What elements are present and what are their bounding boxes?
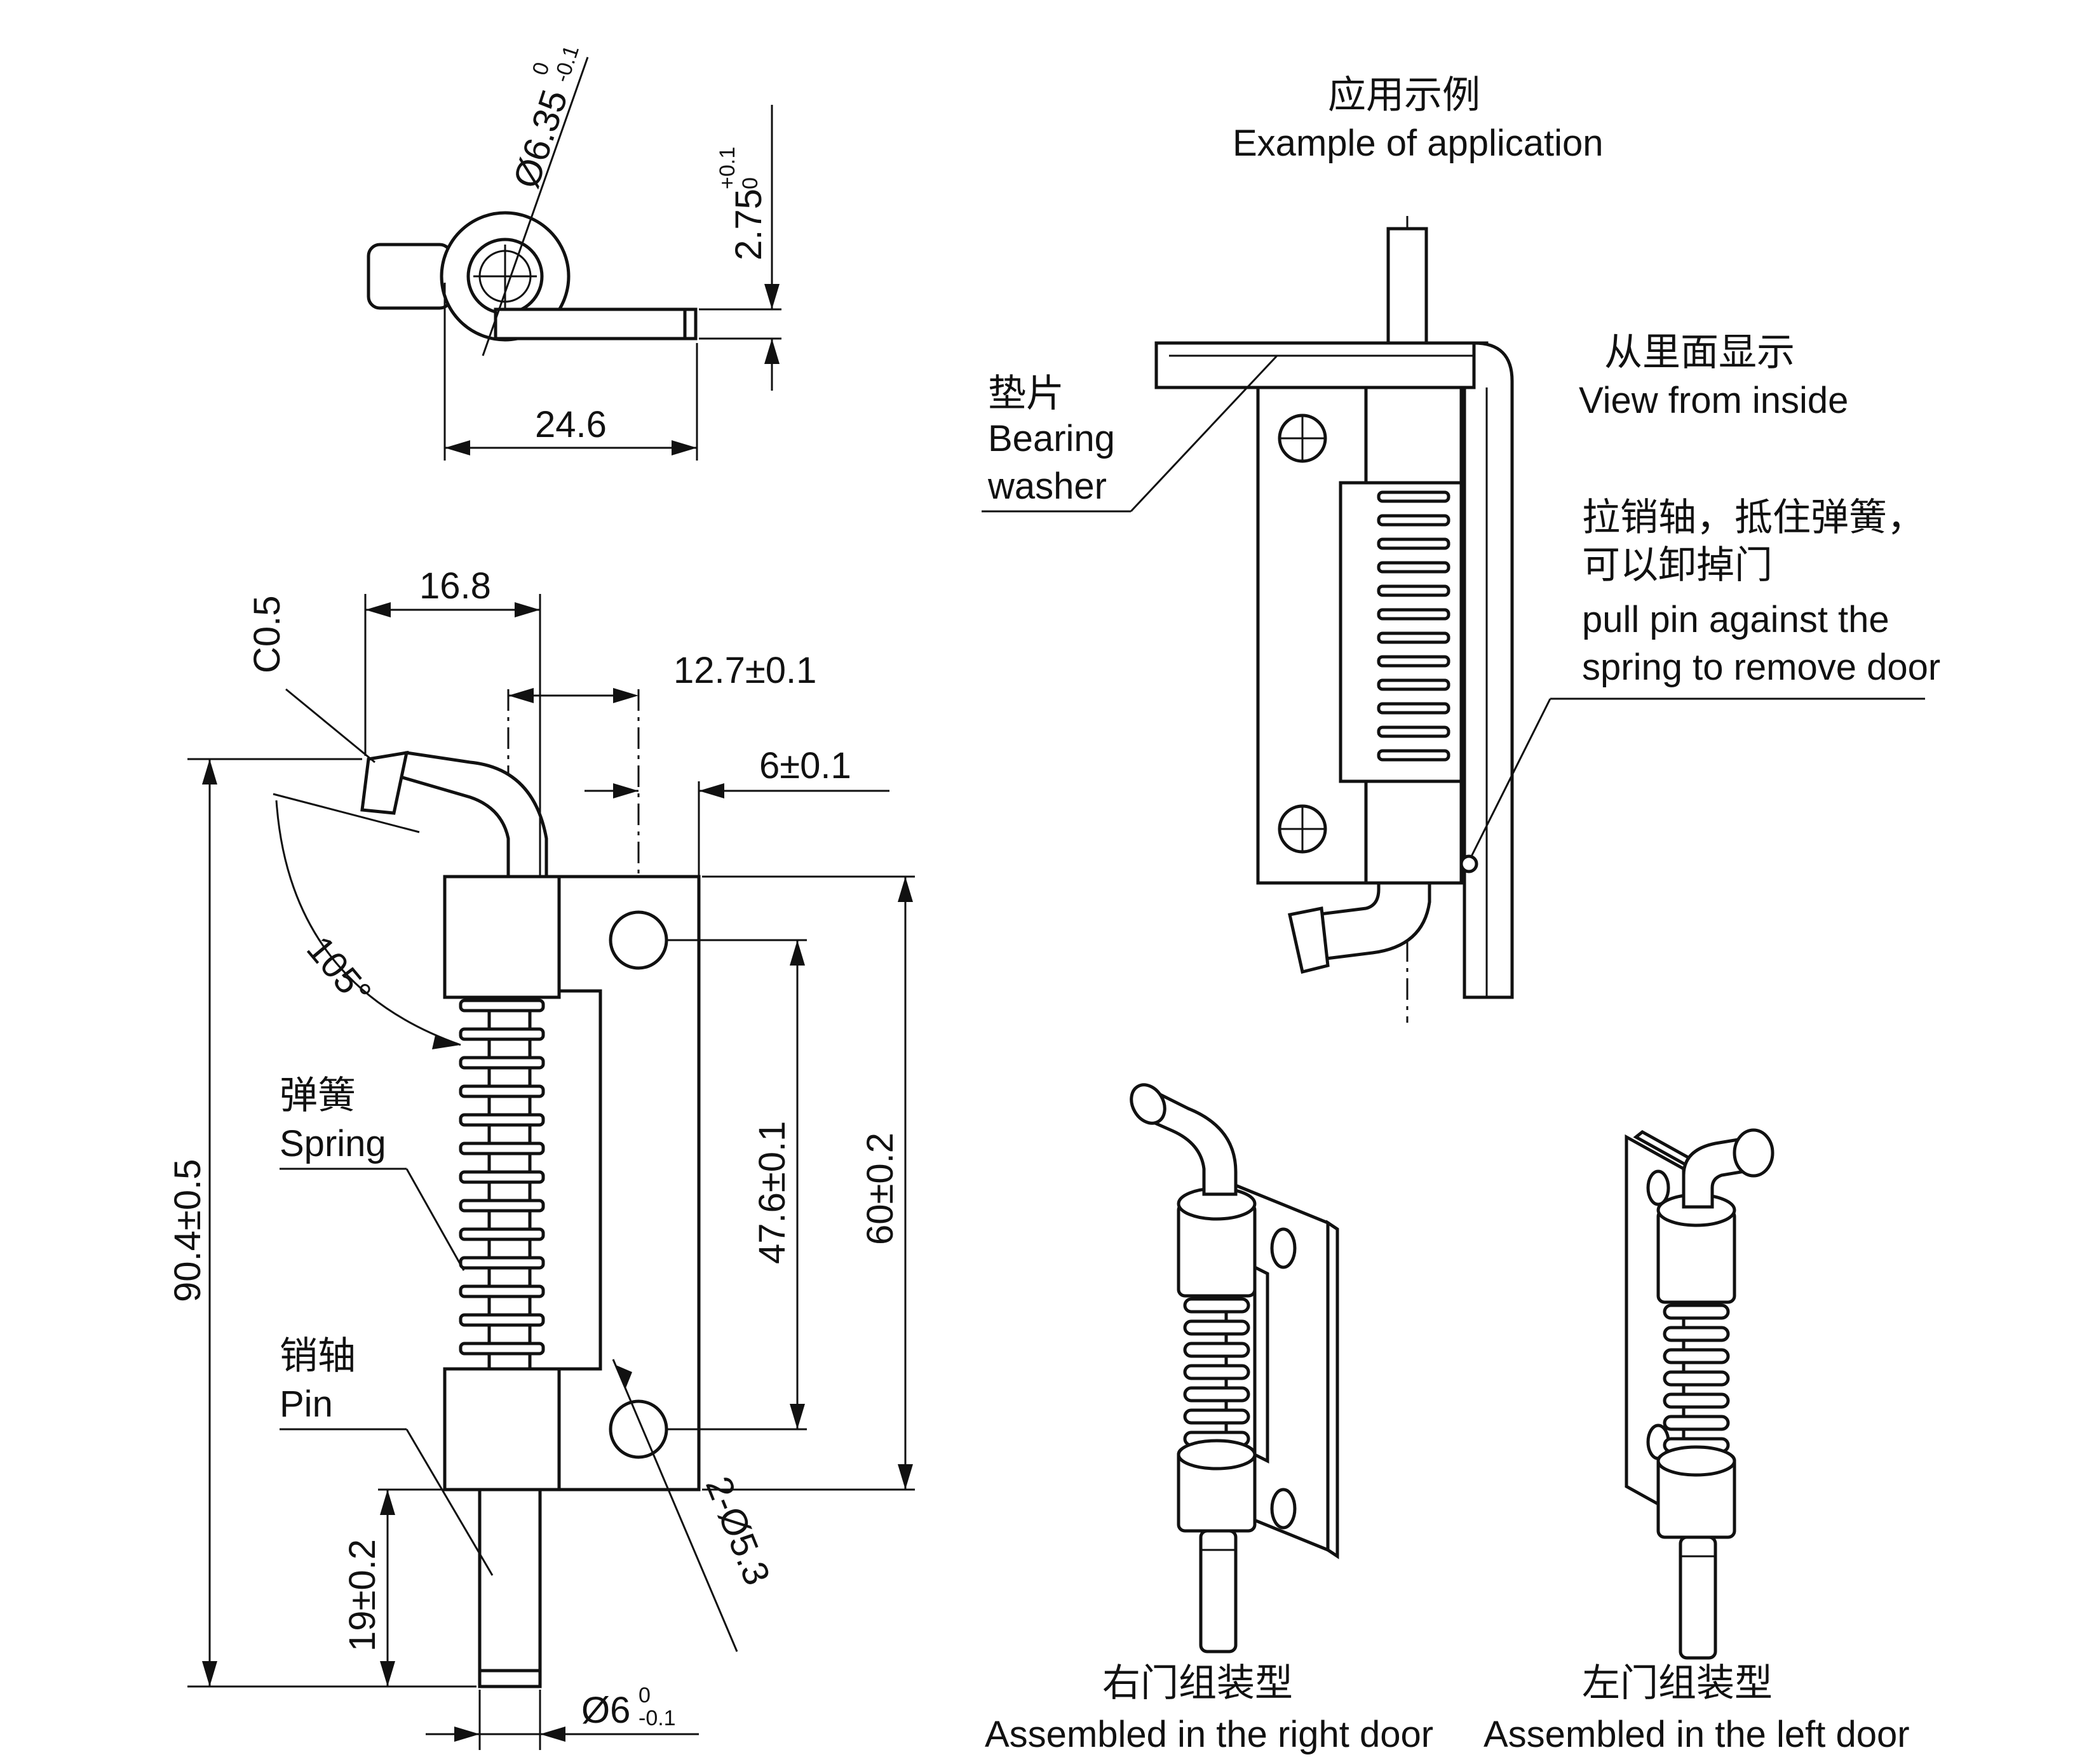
- app-door-frame: [1463, 341, 1514, 999]
- iso-left-spring: [1663, 1303, 1730, 1453]
- app-bent-handle: [1313, 881, 1431, 961]
- app-handle-tip: [1288, 906, 1330, 974]
- iso-left-cn: 左门组装型: [1582, 1662, 1773, 1704]
- dim-pin-dia-tol-upper: 0: [639, 1683, 651, 1707]
- note-cn-1: 拉销轴，抵住弹簧，: [1582, 496, 1925, 539]
- upper-knuckle: [443, 875, 561, 999]
- iso-left-door: 左门组装型 Assembled in the left door: [1484, 1128, 1910, 1755]
- note-en-2: spring to remove door: [1582, 647, 1940, 688]
- iso-right-cn: 右门组装型: [1102, 1662, 1293, 1704]
- dim-thickness-tol-upper: +0.1: [715, 147, 740, 189]
- dim-12-7: 12.7±0.1: [673, 650, 816, 691]
- handle-stub: [367, 243, 453, 310]
- dim-bore-tol-lower: -0.1: [550, 43, 584, 85]
- app-pin-top: [1386, 227, 1428, 358]
- iso-left-en: Assembled in the left door: [1484, 1714, 1910, 1755]
- iso-right-door: 右门组装型 Assembled in the right door: [985, 1083, 1433, 1755]
- label-spring-cn: 弹簧: [280, 1074, 356, 1117]
- label-pin-en: Pin: [280, 1384, 333, 1425]
- note-en-1: pull pin against the: [1582, 599, 1889, 640]
- dim-16-8: 16.8: [419, 565, 491, 607]
- spring: [459, 999, 545, 1356]
- dim-6: 6±0.1: [759, 745, 851, 786]
- label-pin-cn: 销轴: [280, 1335, 356, 1377]
- inside-cn: 从里面显示: [1604, 331, 1795, 374]
- label-spring-en: Spring: [280, 1123, 386, 1164]
- washer-en-1: Bearing: [988, 418, 1115, 459]
- leaf-arm: [494, 307, 698, 340]
- inside-en: View from inside: [1579, 380, 1848, 421]
- washer-en-2: washer: [987, 466, 1107, 507]
- lower-knuckle: [443, 1367, 561, 1491]
- app-lower-knuckle: [1364, 779, 1463, 885]
- iso-right-hole-bottom: [1270, 1488, 1297, 1530]
- dim-length: 24.6: [535, 404, 607, 445]
- note-cn-2: 可以卸掉门: [1582, 544, 1773, 586]
- dim-pin-dia-tol-lower: -0.1: [639, 1706, 676, 1730]
- iso-right-pin: [1199, 1529, 1238, 1653]
- dim-pin-length: 19±0.2: [342, 1539, 383, 1652]
- iso-left-hole-top: [1646, 1169, 1670, 1206]
- dim-plate-height: 60±0.2: [860, 1133, 901, 1245]
- dim-thickness: 2.75: [728, 189, 769, 260]
- iso-right-hole-top: [1270, 1227, 1297, 1269]
- iso-left-handle-tip: [1733, 1128, 1774, 1178]
- iso-right-spring: [1183, 1297, 1250, 1447]
- app-title-en: Example of application: [1233, 123, 1604, 164]
- app-washer: [1154, 341, 1489, 389]
- app-detent: [1459, 854, 1478, 873]
- dim-hole-pitch: 47.6±0.1: [752, 1121, 793, 1264]
- top-view: Ø6.35 0 -0.1 2.75 +0.1 0 24.6: [367, 43, 781, 461]
- dim-angle: 105°: [299, 929, 379, 1014]
- front-view: 16.8 C0.5 12.7±0.1 6±0.1 90.4±0.5: [167, 565, 915, 1750]
- mounting-hole-top: [609, 910, 668, 970]
- iso-left-pin: [1679, 1535, 1717, 1660]
- app-spring: [1377, 490, 1450, 762]
- dim-pin-dia: Ø6: [581, 1690, 630, 1731]
- dim-total-height: 90.4±0.5: [167, 1159, 208, 1302]
- dim-bore: Ø6.35: [506, 85, 576, 193]
- dim-thickness-tol-lower: 0: [738, 177, 762, 189]
- iso-right-en: Assembled in the right door: [985, 1714, 1433, 1755]
- app-upper-knuckle: [1364, 386, 1463, 485]
- washer-cn: 垫片: [988, 372, 1064, 415]
- bent-handle: [391, 751, 548, 879]
- application-example: 应用示例 Example of application: [982, 74, 1940, 1023]
- handle-tip: [360, 750, 409, 815]
- mounting-hole-bottom: [609, 1399, 668, 1459]
- pin-lower: [478, 1488, 542, 1688]
- iso-right-handle: [1141, 1090, 1238, 1196]
- app-title-cn: 应用示例: [1328, 74, 1480, 116]
- dim-chamfer: C0.5: [247, 595, 288, 673]
